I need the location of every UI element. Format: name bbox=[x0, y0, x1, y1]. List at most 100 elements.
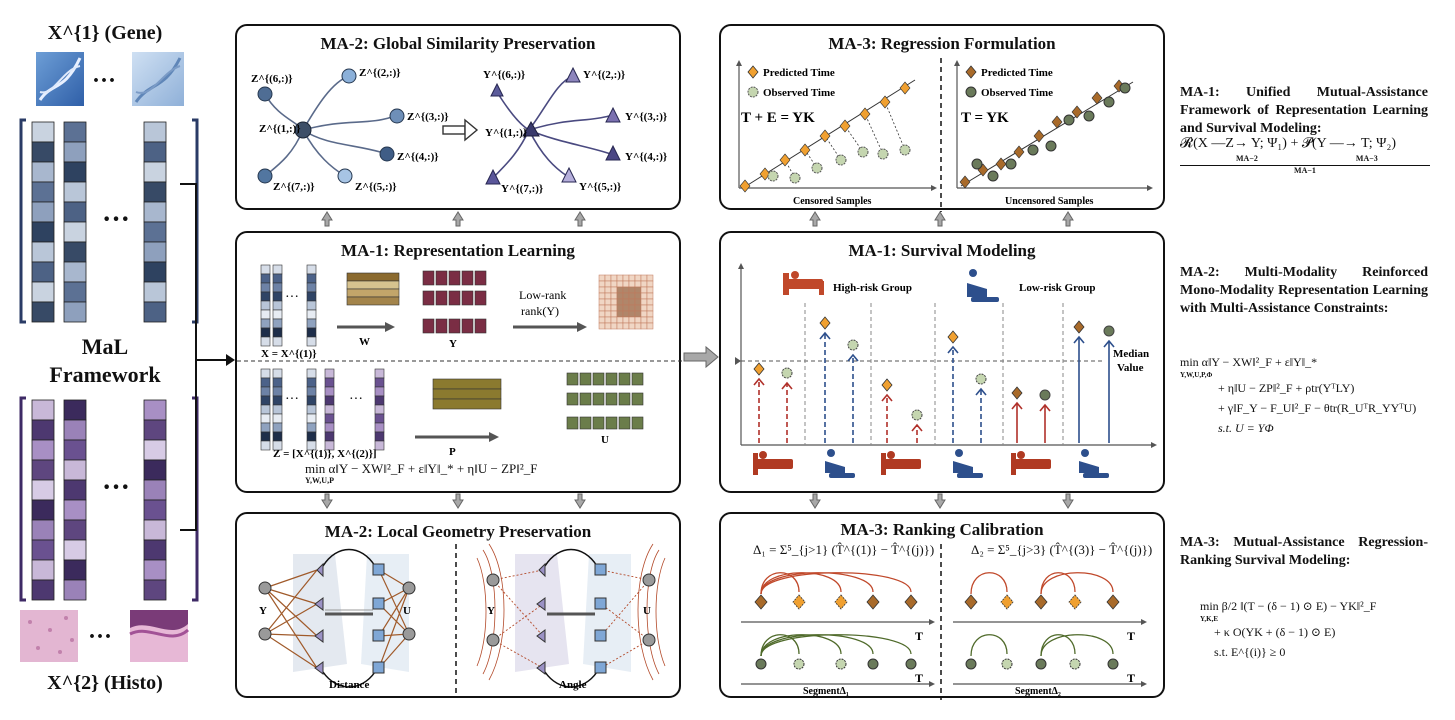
ma1-rep-panel: MA-1: Representation Learning ··· X = X^… bbox=[235, 231, 683, 493]
lowrank-cell bbox=[646, 280, 654, 288]
matrix-cell bbox=[605, 416, 618, 430]
wheelchair-icon bbox=[825, 461, 845, 473]
survival-arrowhead bbox=[1073, 335, 1085, 344]
bed-icon-patient bbox=[887, 451, 895, 459]
matrix-cell bbox=[474, 270, 487, 286]
t-label-4: T bbox=[1127, 671, 1135, 685]
ma1-eq-sub2: MA−3 bbox=[1355, 154, 1378, 163]
conn-surv-rank-1 bbox=[809, 493, 821, 509]
bed-icon-head bbox=[753, 453, 758, 475]
histo-ellipsis: ··· bbox=[88, 624, 112, 650]
histo-image-1 bbox=[20, 610, 78, 662]
ma3-ranking-title: MA-3: Ranking Calibration bbox=[840, 520, 1044, 539]
lowrank-cell bbox=[628, 322, 636, 330]
high-risk-label: High-risk Group bbox=[833, 282, 912, 294]
matrix-cell bbox=[272, 300, 283, 311]
legend-predicted-2: Predicted Time bbox=[981, 67, 1053, 79]
lowrank-cell bbox=[610, 286, 618, 294]
ranking-predicted-mark bbox=[834, 594, 848, 610]
x-eq: X = X^{(1)} bbox=[261, 348, 317, 360]
ma1-rep-diagram: ··· X = X^{(1)} W Y Low-rank rank(Y) ···… bbox=[237, 264, 683, 460]
wheelchair-icon bbox=[953, 461, 973, 473]
matrix-cell bbox=[346, 272, 400, 282]
matrix-cell bbox=[260, 300, 271, 311]
bed-icon-patient bbox=[1017, 451, 1025, 459]
matrix-cell bbox=[260, 336, 271, 347]
survival-arrowhead bbox=[1103, 339, 1115, 348]
legend-obs-circle-2 bbox=[965, 86, 977, 98]
matrix-cell bbox=[260, 386, 271, 397]
matrix-cell bbox=[474, 318, 487, 334]
lowrank-cell bbox=[628, 304, 636, 312]
z-ellipsis-1: ··· bbox=[285, 392, 299, 407]
z-label-5: Z^{(5,:)} bbox=[355, 181, 397, 193]
survival-observed-mark bbox=[1103, 325, 1115, 337]
lowrank-cell bbox=[634, 304, 642, 312]
predicted-point bbox=[779, 153, 791, 167]
legend-pred-diamond-2 bbox=[965, 65, 977, 79]
observed-point bbox=[877, 148, 889, 160]
y-label-5: Y^{(5,:)} bbox=[579, 181, 621, 193]
lowrank-cell bbox=[646, 286, 654, 294]
conn-global-rep-2 bbox=[452, 211, 464, 227]
lowrank-cell bbox=[634, 310, 642, 318]
y-label: Y bbox=[449, 338, 457, 350]
ma1-eq-brace-label: MA−1 bbox=[1294, 166, 1316, 175]
matrix-cell bbox=[435, 290, 448, 306]
w-label: W bbox=[359, 336, 370, 348]
observed-point bbox=[835, 154, 847, 166]
lowrank-cell bbox=[628, 274, 636, 282]
matrix-cell bbox=[579, 392, 592, 406]
matrix-cell bbox=[306, 395, 317, 406]
observed-point bbox=[811, 162, 823, 174]
ma3-eq1: min β/2 ‖(T − (δ − 1) ⊙ E) − YK‖²_F bbox=[1200, 599, 1377, 613]
observed-point bbox=[1045, 140, 1057, 152]
ma3-regression-panel: MA-3: Regression Formulation Predicted T… bbox=[719, 24, 1165, 212]
matrix-cell bbox=[605, 392, 618, 406]
matrix-cell bbox=[260, 422, 271, 433]
matrix-cell bbox=[260, 368, 271, 379]
y-node-2 bbox=[565, 66, 581, 83]
matrix-cell bbox=[324, 404, 335, 415]
lowrank-cell bbox=[604, 316, 612, 324]
matrix-cell bbox=[461, 270, 474, 286]
ranking-observed-mark bbox=[905, 658, 917, 670]
legend-obs-circle-1 bbox=[747, 86, 759, 98]
matrix-cell bbox=[306, 300, 317, 311]
wheelchair-icon bbox=[1079, 461, 1099, 473]
legend-observed-1: Observed Time bbox=[763, 87, 835, 99]
matrix-cell bbox=[31, 579, 55, 601]
distance-label: Distance bbox=[329, 679, 369, 691]
matrix-cell bbox=[272, 291, 283, 302]
ranking-observed-mark bbox=[867, 658, 879, 670]
lowrank-cell bbox=[628, 316, 636, 324]
lowrank-cell bbox=[640, 310, 648, 318]
matrix-cell bbox=[260, 309, 271, 320]
matrix-cell bbox=[592, 416, 605, 430]
gene-ellipsis: ··· bbox=[92, 68, 116, 94]
matrix-cell bbox=[63, 579, 87, 601]
lowrank-cell bbox=[622, 310, 630, 318]
legend-pred-diamond-1 bbox=[747, 65, 759, 79]
matrix-cell bbox=[272, 264, 283, 275]
ranking-predicted-mark bbox=[1034, 594, 1048, 610]
matrix-cell bbox=[566, 372, 579, 386]
ranking-observed-mark bbox=[965, 658, 977, 670]
matrix-cell bbox=[272, 273, 283, 284]
matrix-cell bbox=[306, 291, 317, 302]
z-node-7 bbox=[257, 168, 273, 184]
matrix-cell bbox=[346, 280, 400, 290]
lowrank-cell bbox=[610, 322, 618, 330]
gene-matrix: ··· bbox=[19, 118, 199, 324]
matrix-cell bbox=[272, 386, 283, 397]
lowrank-cell bbox=[628, 280, 636, 288]
survival-arrowhead bbox=[1011, 401, 1023, 410]
matrix-cell bbox=[272, 327, 283, 338]
y-node-6 bbox=[490, 82, 504, 97]
predicted-point bbox=[1033, 129, 1045, 143]
xlabel-uncensored: Uncensored Samples bbox=[1005, 196, 1094, 207]
survival-observed-mark bbox=[975, 373, 987, 385]
lowrank-cell bbox=[622, 316, 630, 324]
lowrank-cell bbox=[622, 322, 630, 330]
